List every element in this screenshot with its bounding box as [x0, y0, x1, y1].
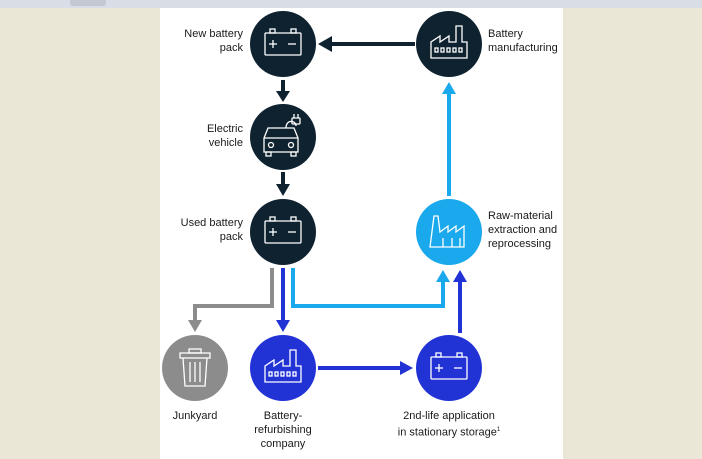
factory-icon — [264, 349, 302, 383]
trash-can-icon — [179, 348, 211, 387]
battery-icon — [264, 28, 302, 56]
node-raw-material-extraction[interactable] — [416, 199, 482, 265]
arrow-new-pack-to-vehicle — [276, 80, 290, 102]
label-junkyard: Junkyard — [172, 410, 218, 422]
label-battery-manufacturing: Battery manufacturing — [488, 28, 558, 54]
label-used-battery-pack: Used battery pack — [180, 217, 243, 243]
node-used-battery-pack[interactable] — [250, 199, 316, 265]
arrow-used-pack-to-junkyard — [188, 268, 274, 332]
node-battery-refurbishing[interactable] — [250, 335, 316, 401]
label-new-battery-pack: New battery pack — [184, 28, 243, 54]
node-second-life-storage[interactable] — [416, 335, 482, 401]
arrow-used-pack-to-refurbishing — [276, 268, 290, 332]
arrow-second-life-to-raw-material — [453, 270, 467, 333]
diagram-panel — [160, 8, 563, 459]
label-electric-vehicle: Electric vehicle — [206, 123, 243, 149]
node-battery-manufacturing[interactable] — [416, 11, 482, 77]
label-second-life-storage: 2nd-life application in stationary stora… — [384, 409, 514, 440]
node-new-battery-pack[interactable] — [250, 11, 316, 77]
battery-icon — [264, 216, 302, 244]
label-battery-refurbishing: Battery- refurbishing company — [254, 410, 312, 450]
arrow-used-pack-to-raw-material — [291, 268, 450, 308]
window-tab-stub[interactable] — [70, 0, 106, 6]
label-raw-material-extraction: Raw-material extraction and reprocessing — [488, 210, 558, 250]
arrow-vehicle-to-used-pack — [276, 172, 290, 196]
battery-icon — [430, 352, 468, 380]
window-top-bar — [0, 0, 702, 8]
label-second-life-text: 2nd-life application in stationary stora… — [397, 410, 497, 439]
arrow-refurbishing-to-second-life — [318, 361, 413, 375]
factory-icon — [430, 25, 468, 59]
node-junkyard[interactable] — [162, 335, 228, 401]
node-electric-vehicle[interactable] — [250, 104, 316, 170]
factory-icon — [429, 215, 465, 248]
footnote-mark: 1 — [496, 427, 501, 433]
electric-car-icon — [263, 114, 301, 157]
arrow-raw-material-to-manufacturing — [442, 82, 456, 196]
arrow-manufacturing-to-new-pack — [318, 36, 415, 52]
